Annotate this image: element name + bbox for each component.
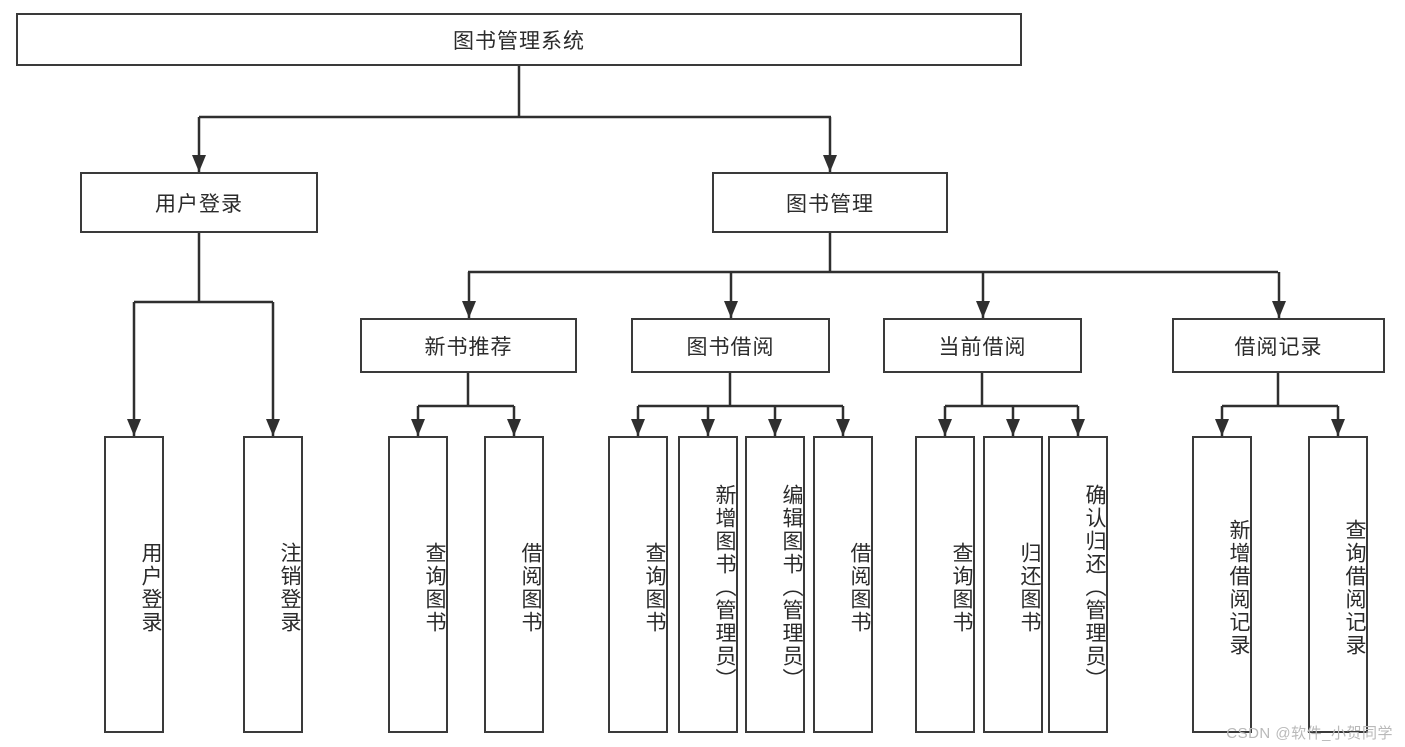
node-label: 图书管理	[786, 192, 874, 216]
node-label: 查询图书	[423, 541, 446, 634]
node-label: 查询图书	[643, 541, 666, 634]
node-label: 确认归还（管理员）	[1083, 484, 1106, 691]
connector-arrowhead	[1006, 419, 1020, 436]
connector-arrowhead	[1071, 419, 1085, 436]
node-book-manage[interactable]: 图书管理	[712, 172, 948, 233]
connector-arrowhead	[411, 419, 425, 436]
node-label: 查询图书	[950, 541, 973, 634]
connector-arrowhead	[823, 155, 837, 172]
connector-arrowhead	[631, 419, 645, 436]
node-leaf-user-logout[interactable]: 注销登录	[243, 436, 303, 733]
connector-arrowhead	[724, 301, 738, 318]
watermark: CSDN @软件_小贺同学	[1226, 725, 1393, 742]
node-label: 图书借阅	[686, 335, 775, 359]
connector-arrowhead	[1331, 419, 1345, 436]
connector-arrowhead	[507, 419, 521, 436]
node-label: 查询借阅记录	[1343, 518, 1366, 657]
node-borrow-record[interactable]: 借阅记录	[1172, 318, 1385, 373]
connector-arrowhead	[127, 419, 141, 436]
node-leaf-borrow-book-1[interactable]: 借阅图书	[484, 436, 544, 733]
node-label: 借阅图书	[519, 541, 542, 634]
node-leaf-edit-book[interactable]: 编辑图书（管理员）	[745, 436, 805, 733]
node-leaf-add-record[interactable]: 新增借阅记录	[1192, 436, 1252, 733]
node-label: 注销登录	[278, 541, 301, 634]
node-label: 新增图书（管理员）	[713, 484, 736, 691]
node-current-borrow[interactable]: 当前借阅	[883, 318, 1082, 373]
node-label: 借阅记录	[1234, 335, 1323, 359]
connector-arrowhead	[768, 419, 782, 436]
connector-arrowhead	[462, 301, 476, 318]
node-leaf-user-login[interactable]: 用户登录	[104, 436, 164, 733]
connector-arrowhead	[976, 301, 990, 318]
node-leaf-return-book[interactable]: 归还图书	[983, 436, 1043, 733]
node-new-book-rec[interactable]: 新书推荐	[360, 318, 577, 373]
node-label: 新增借阅记录	[1227, 518, 1250, 657]
connector-arrowhead	[266, 419, 280, 436]
node-label: 图书管理系统	[453, 29, 585, 53]
connector-arrowhead	[836, 419, 850, 436]
node-leaf-query-book-1[interactable]: 查询图书	[388, 436, 448, 733]
connector-arrowhead	[701, 419, 715, 436]
connector-arrowhead	[938, 419, 952, 436]
node-label: 借阅图书	[848, 541, 871, 634]
connector-arrowhead	[192, 155, 206, 172]
connector-arrowhead	[1272, 301, 1286, 318]
node-label: 编辑图书（管理员）	[780, 484, 803, 691]
node-root[interactable]: 图书管理系统	[16, 13, 1022, 66]
node-leaf-borrow-book-2[interactable]: 借阅图书	[813, 436, 873, 733]
node-book-borrow[interactable]: 图书借阅	[631, 318, 830, 373]
node-user-login[interactable]: 用户登录	[80, 172, 318, 233]
node-label: 当前借阅	[938, 335, 1027, 359]
node-label: 用户登录	[155, 192, 243, 216]
node-leaf-query-book-2[interactable]: 查询图书	[608, 436, 668, 733]
node-label: 归还图书	[1018, 541, 1041, 634]
connector-arrowhead	[1215, 419, 1229, 436]
node-label: 用户登录	[139, 541, 162, 634]
node-leaf-confirm-return[interactable]: 确认归还（管理员）	[1048, 436, 1108, 733]
node-label: 新书推荐	[424, 335, 513, 359]
node-leaf-query-record[interactable]: 查询借阅记录	[1308, 436, 1368, 733]
node-leaf-add-book[interactable]: 新增图书（管理员）	[678, 436, 738, 733]
node-leaf-query-book-3[interactable]: 查询图书	[915, 436, 975, 733]
